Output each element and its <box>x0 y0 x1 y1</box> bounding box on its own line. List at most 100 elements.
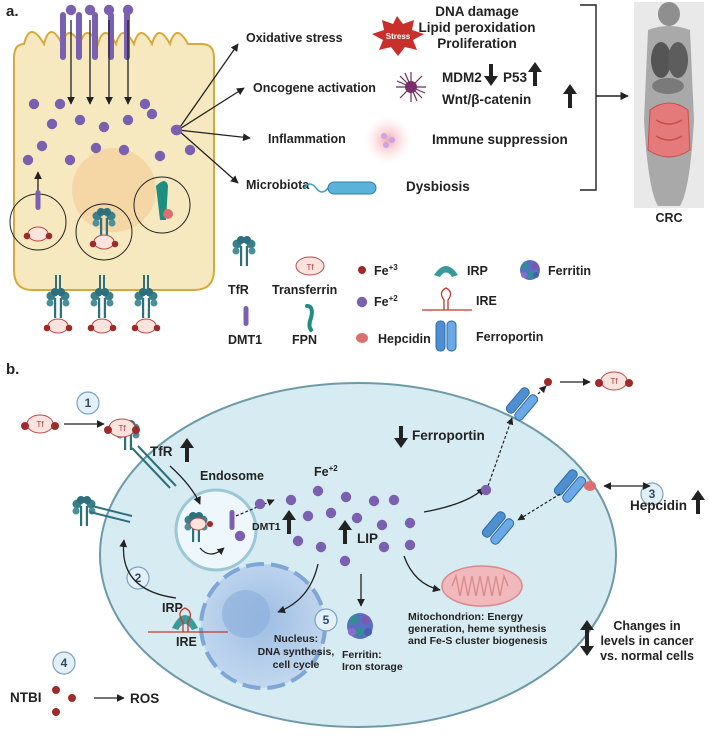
legend-ferritin: Ferritin <box>548 264 591 278</box>
svg-text:5: 5 <box>323 613 330 627</box>
legend-ire: IRE <box>476 294 497 308</box>
endosome-label: Endosome <box>200 469 264 483</box>
virus-spike-icon <box>396 72 426 102</box>
step-badge-4: 4 <box>52 651 76 675</box>
dmt1-apical-channels <box>60 4 134 105</box>
svg-text:Tf: Tf <box>118 424 126 433</box>
stress-star-icon: Stress <box>372 16 424 56</box>
nucleus-function-2: cell cycle <box>273 659 320 671</box>
fpn-vesicle <box>133 176 191 234</box>
mitochondrion-label: Mitochondrion: Energy <box>408 611 523 623</box>
cause-inflammation: Inflammation <box>268 132 346 146</box>
legend-irp: IRP <box>467 264 488 278</box>
down-arrow-icon <box>394 426 408 448</box>
nucleus-label: Nucleus: <box>274 633 318 645</box>
nucleus-function-1: DNA synthesis, <box>258 646 335 658</box>
outcome-crc: CRC <box>655 211 682 225</box>
transferrin-icon: Tf <box>295 256 325 276</box>
svg-text:1: 1 <box>85 396 92 410</box>
ferritin-label: Ferritin: <box>342 649 382 661</box>
to-ferroportin-arrow <box>423 487 485 513</box>
mitochondrion-function-1: generation, heme synthesis <box>408 623 546 635</box>
ire-label: IRE <box>176 635 197 649</box>
key-line-2: levels in cancer <box>600 634 693 648</box>
bacterium-icon <box>303 181 377 195</box>
hepcidin-label: Hepcidin <box>630 498 687 513</box>
legend-dmt1: DMT1 <box>228 333 262 347</box>
ros-label: ROS <box>130 691 159 706</box>
panel-b-label: b. <box>6 361 19 378</box>
ferritin-icon <box>520 260 540 280</box>
legend: TfR Tf Transferrin DMT1 FPN Fe+3 Fe+2 He… <box>228 236 591 352</box>
cause-arrows <box>177 43 251 184</box>
effect-dysbiosis: Dysbiosis <box>406 179 470 194</box>
cancer-cell <box>99 382 617 728</box>
svg-text:2: 2 <box>135 571 142 585</box>
cause-microbiota: Microbiota <box>246 178 310 192</box>
step-badge-1: 1 <box>76 391 100 415</box>
recycled-tfr <box>72 496 133 526</box>
up-arrow-icon <box>282 510 296 534</box>
holo-transferrin-outside: Tf <box>21 414 59 434</box>
step-badge-2: 2 <box>126 566 150 590</box>
fe2-label: Fe+2 <box>314 464 338 479</box>
svg-text:Tf: Tf <box>36 420 44 429</box>
down-arrow-icon <box>484 64 498 86</box>
up-arrow-icon <box>691 490 705 514</box>
up-arrow-icon <box>180 438 194 462</box>
mitochondrion <box>441 565 523 607</box>
dmt1-export-arrow <box>235 499 275 517</box>
ire-hairpin-icon <box>422 287 472 311</box>
endocytosis-arrow <box>169 465 201 505</box>
svg-text:Tf: Tf <box>610 377 618 386</box>
dmt1-vesicle <box>9 171 67 251</box>
svg-text:4: 4 <box>61 656 68 670</box>
tfr-bound-transferrin: Tf <box>104 418 177 489</box>
up-arrow-icon <box>528 62 542 86</box>
legend-fe2: Fe+2 <box>374 294 398 309</box>
key-line-3: vs. normal cells <box>600 649 694 663</box>
key-line-1: Changes in <box>613 619 680 633</box>
step-badge-5: 5 <box>314 608 338 632</box>
cause-oxidative-stress: Oxidative stress <box>246 31 343 45</box>
legend-hepcidin: Hepcidin <box>378 332 431 346</box>
tfr-vesicle <box>75 203 133 261</box>
to-nucleus-arrow <box>277 563 319 614</box>
inflammation-glow-icon <box>364 116 412 164</box>
irp-icon <box>172 615 198 630</box>
cause-oncogene-activation: Oncogene activation <box>253 81 376 95</box>
ferroportin-label: Ferroportin <box>412 428 485 443</box>
effect-wnt-beta-catenin: Wnt/β-catenin <box>442 92 531 107</box>
holo-transferrin-plasma: Tf <box>595 371 633 391</box>
hepcidin-molecule <box>584 481 596 491</box>
legend-fe3: Fe+3 <box>374 263 398 278</box>
irp-label: IRP <box>162 601 183 615</box>
svg-text:3: 3 <box>649 487 656 501</box>
fe-release-arrow <box>537 385 547 395</box>
effect-immune-suppression: Immune suppression <box>432 132 568 147</box>
effect-lipid-peroxidation: Lipid peroxidation <box>419 20 536 35</box>
dmt1-label: DMT1 <box>252 521 281 533</box>
double-arrow-icon <box>580 620 594 656</box>
ntbi-label: NTBI <box>10 690 42 705</box>
svg-text:Tf: Tf <box>306 263 314 272</box>
ire-hairpin-icon <box>148 607 228 633</box>
effect-proliferation: Proliferation <box>437 36 517 51</box>
mitochondrion-function-2: and Fe-S cluster biogenesis <box>408 635 548 647</box>
legend-tfr: TfR <box>228 283 249 297</box>
effect-dna-damage: DNA damage <box>435 4 519 19</box>
legend-ferroportin: Ferroportin <box>476 330 543 344</box>
recycling-arrow <box>119 539 177 599</box>
panel-a-label: a. <box>6 3 19 20</box>
effect-p53: P53 <box>503 70 528 85</box>
ferritin-cluster-icon <box>347 613 373 639</box>
effect-mdm2: MDM2 <box>442 70 482 85</box>
fe3-released <box>544 378 552 386</box>
internalization-arrow <box>517 493 561 521</box>
outcome-bracket <box>580 4 629 191</box>
up-arrow-icon <box>338 520 352 544</box>
to-mitochondrion-arrow <box>403 555 441 593</box>
intestinal-cell <box>13 31 215 291</box>
lip-label: LIP <box>357 531 378 546</box>
